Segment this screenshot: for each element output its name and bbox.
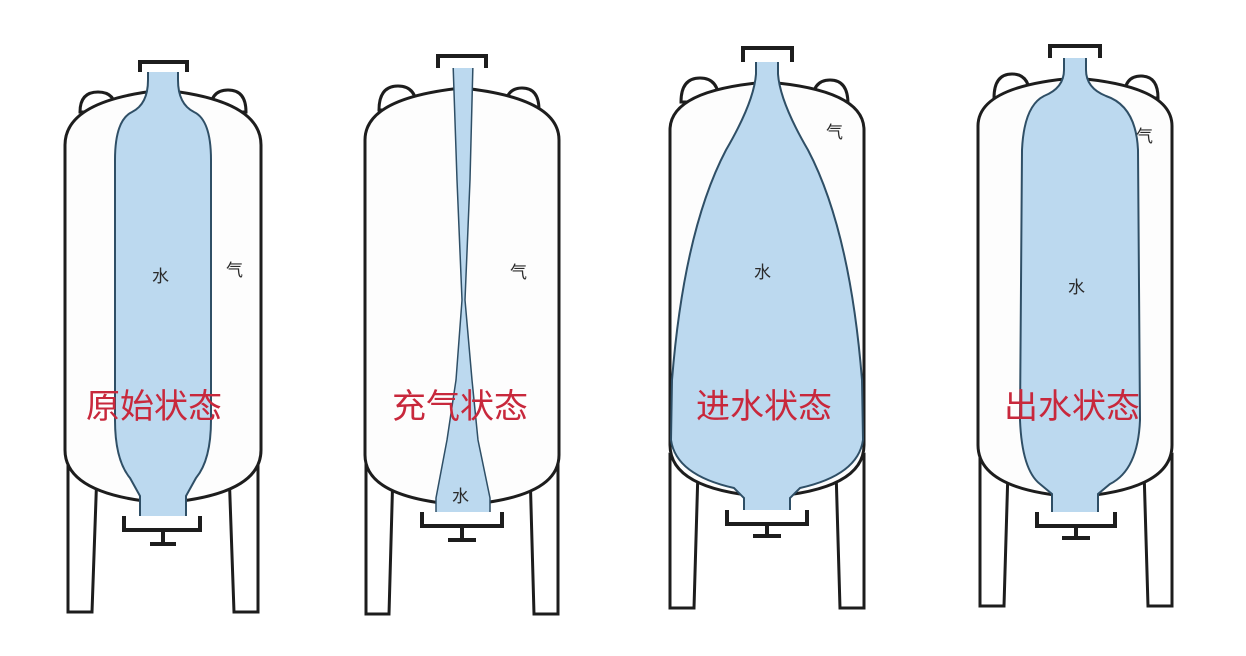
gas-label: 气 [1136, 127, 1153, 147]
water-label: 水 [754, 263, 771, 283]
water-bladder [1018, 51, 1142, 521]
bottom-flange [122, 516, 202, 532]
gas-label: 气 [826, 123, 843, 143]
gas-label: 气 [226, 261, 243, 281]
top-flange [741, 46, 794, 62]
tank-inflow-state: 水 气 进水状态 [668, 46, 866, 610]
tank-outflow-state: 水 气 出水状态 [976, 44, 1174, 608]
water-bladder [114, 67, 212, 527]
top-flange [436, 54, 488, 68]
top-flange [138, 60, 189, 72]
bottom-flange [1035, 512, 1117, 528]
gas-label: 气 [510, 263, 527, 283]
water-label: 水 [152, 267, 169, 287]
state-label: 原始状态 [86, 387, 222, 427]
state-label: 充气状态 [392, 387, 528, 427]
bottom-flange [420, 512, 504, 528]
top-flange [1048, 44, 1102, 58]
state-label: 进水状态 [696, 387, 832, 427]
tank-charged-state: 水 气 充气状态 [363, 54, 561, 616]
water-label: 水 [1068, 278, 1085, 298]
tank-original-state: 水 气 原始状态 [63, 60, 263, 614]
bottom-flange [725, 510, 809, 526]
water-label: 水 [452, 487, 469, 507]
state-label: 出水状态 [1004, 387, 1140, 427]
